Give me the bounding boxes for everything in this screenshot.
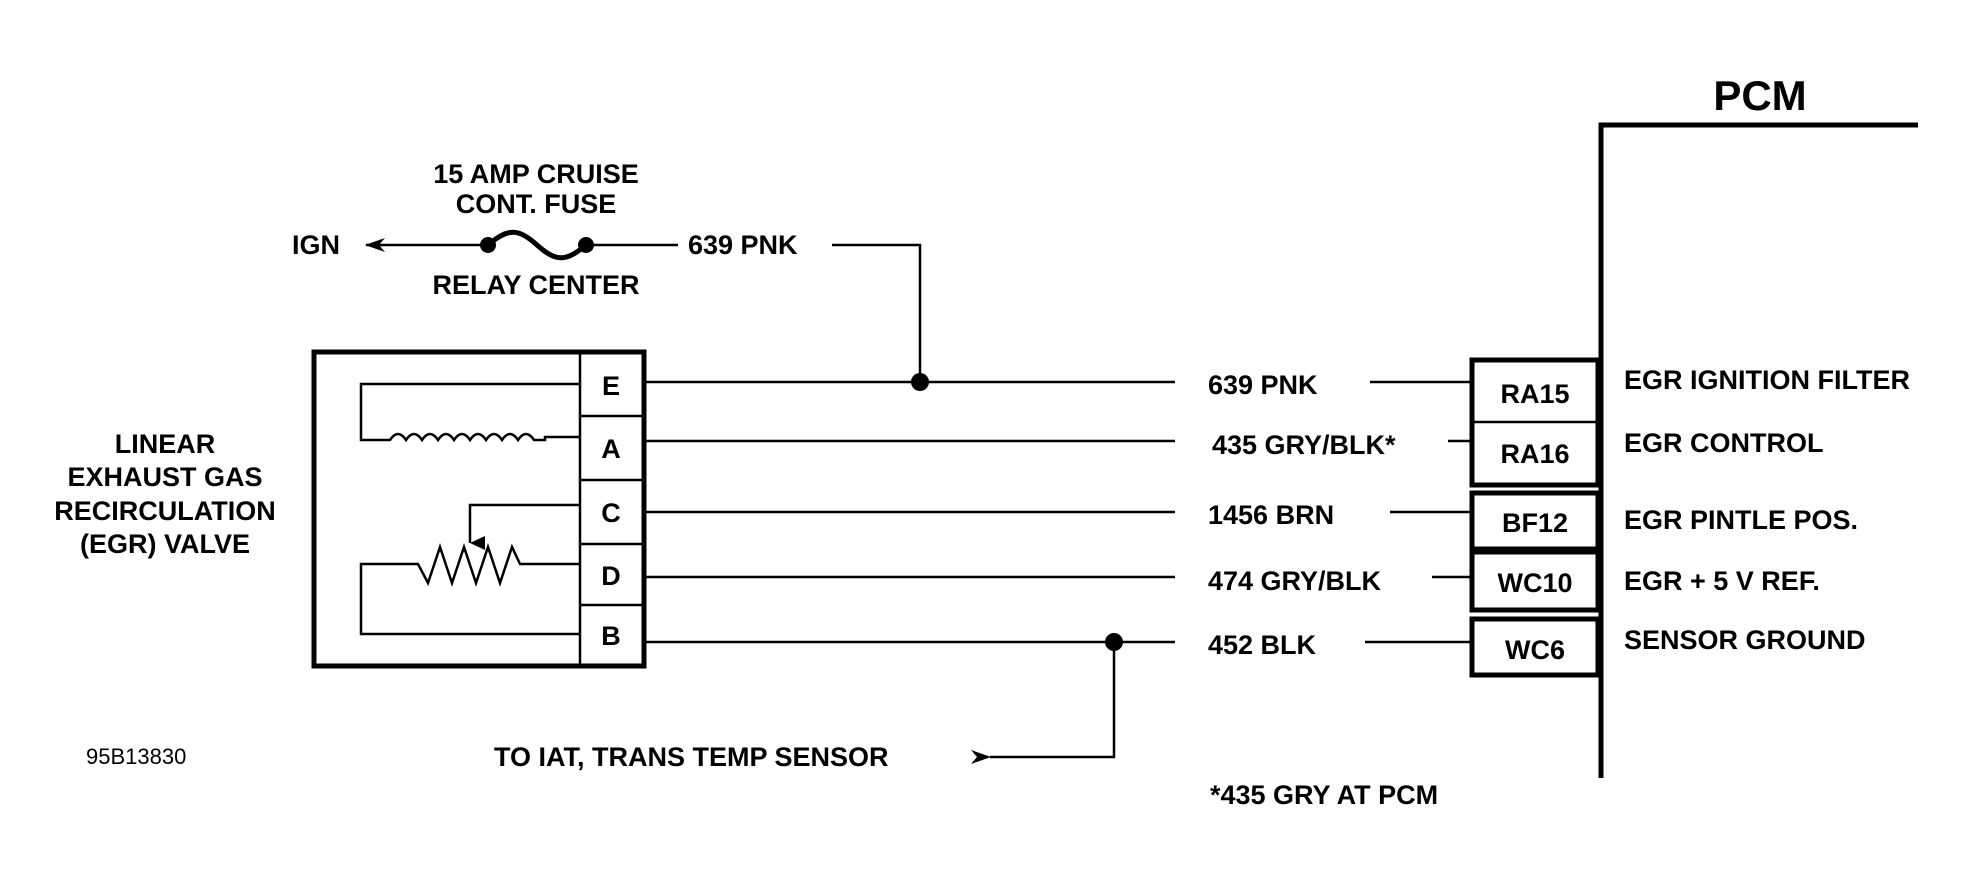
egr-valve-label-line: (EGR) VALVE xyxy=(80,529,250,559)
egr-pin-letter: B xyxy=(601,621,621,651)
fuse-source-label: IGN xyxy=(292,230,340,260)
solenoid-coil-icon xyxy=(359,382,580,443)
fuse-icon xyxy=(486,229,588,261)
wire-label: 639 PNK xyxy=(1208,370,1318,400)
pcm-terminal-id: BF12 xyxy=(1502,508,1568,538)
potentiometer-wiper-icon xyxy=(468,503,580,550)
wire-line xyxy=(832,243,922,382)
egr-valve-housing xyxy=(311,349,647,669)
pcm-terminal-function: EGR IGNITION FILTER xyxy=(1624,365,1910,395)
ground-branch-wire xyxy=(971,642,1116,764)
splice-dot xyxy=(1105,633,1123,651)
pcm-terminal-id: RA16 xyxy=(1500,439,1569,469)
pcm-terminal-id: WC10 xyxy=(1497,568,1572,598)
wire-label: 1456 BRN xyxy=(1208,500,1334,530)
wire-label: 452 BLK xyxy=(1208,630,1317,660)
fuse-wire-label: 639 PNK xyxy=(688,230,798,260)
pcm-terminal-wc10-box xyxy=(1469,549,1601,613)
egr-pin-letter: C xyxy=(601,498,621,528)
pcm-terminal-function: SENSOR GROUND xyxy=(1624,625,1866,655)
egr-valve-label-line: RECIRCULATION xyxy=(54,496,275,526)
egr-pin-letter: E xyxy=(602,371,620,401)
footnote: *435 GRY AT PCM xyxy=(1210,780,1438,810)
pcm-terminal-function: EGR + 5 V REF. xyxy=(1624,566,1820,596)
wire-label: 474 GRY/BLK xyxy=(1208,566,1382,596)
egr-pin-letter: A xyxy=(601,434,621,464)
pcm-title: PCM xyxy=(1713,72,1806,119)
fuse-name-line: 15 AMP CRUISE xyxy=(433,159,639,189)
egr-pin-letter: D xyxy=(601,561,621,591)
egr-valve-label-line: LINEAR xyxy=(115,429,216,459)
ground-branch-label: TO IAT, TRANS TEMP SENSOR xyxy=(494,742,889,772)
pcm-terminal-function: EGR PINTLE POS. xyxy=(1624,505,1858,535)
pcm-terminal-id: WC6 xyxy=(1505,635,1565,665)
fuse-name-line: CONT. FUSE xyxy=(456,189,617,219)
potentiometer-icon xyxy=(359,543,580,636)
figure-id: 95B13830 xyxy=(86,744,186,769)
egr-valve-pin-strip xyxy=(578,350,646,668)
pcm-terminal-function: EGR CONTROL xyxy=(1624,428,1824,458)
pcm-terminal-wc6-box xyxy=(1469,616,1601,678)
pcm-terminal-id: RA15 xyxy=(1500,379,1569,409)
pcm-terminal-bf12-box xyxy=(1469,490,1601,552)
splice-dot xyxy=(911,373,929,391)
fuse-location: RELAY CENTER xyxy=(432,270,639,300)
egr-valve-label-line: EXHAUST GAS xyxy=(67,462,262,492)
pcm-housing-outline xyxy=(1598,122,1918,778)
wire-label: 435 GRY/BLK* xyxy=(1212,430,1396,460)
